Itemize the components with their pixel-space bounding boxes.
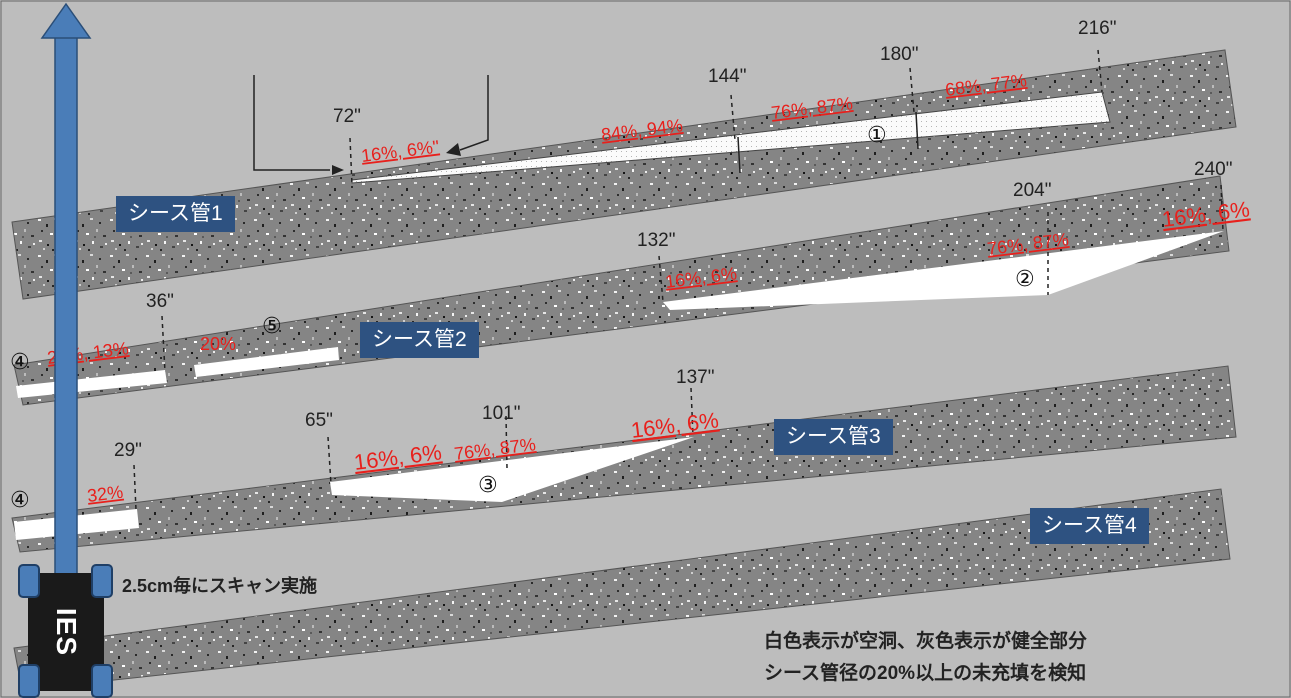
dim-label: 240": [1194, 159, 1232, 180]
duct-1-seg-line: [915, 111, 919, 150]
dim-label: 29": [114, 440, 142, 461]
duct-2-void-left: [16, 370, 167, 398]
summary-line-1: 白色表示が空洞、灰色表示が健全部分: [764, 631, 1088, 652]
scanner-wheel: [18, 564, 40, 598]
scanner-wheel: [91, 564, 113, 598]
scanner-label: IES: [50, 607, 82, 657]
percent-label: 16%, 6%": [360, 137, 440, 166]
duct-1-label: シース管1: [116, 196, 235, 232]
dim-label: 180": [880, 44, 918, 65]
dimension-ticks: [133, 49, 1224, 511]
dim-label: 204": [1013, 180, 1051, 201]
marker-4: ④: [10, 488, 30, 513]
dim-label: 65": [305, 410, 333, 431]
scanner-wheel: [18, 664, 40, 698]
dim-label: 72": [333, 106, 361, 127]
marker-4: ④: [10, 350, 30, 375]
dim-label: 132": [637, 230, 675, 251]
duct-2-void-mid: [194, 347, 339, 377]
marker-3: ③: [478, 473, 498, 498]
duct-3-label: シース管3: [774, 419, 893, 455]
scanner-wheel: [91, 664, 113, 698]
duct-3-void-right: [330, 437, 694, 502]
dim-label: 137": [676, 367, 714, 388]
dim-label: 144": [708, 66, 746, 87]
summary-line-2: シース管径の20%以上の未充填を検知: [764, 663, 1087, 684]
duct-4-label: シース管4: [1030, 508, 1149, 544]
scan-direction-arrow-shaft: [54, 35, 78, 577]
bracket-arrowhead: [446, 143, 461, 156]
bracket-lines: [253, 75, 489, 171]
bracket-arrowhead: [332, 165, 344, 175]
marker-5: ⑤: [262, 314, 282, 339]
dim-label: 216": [1078, 18, 1116, 39]
marker-1: ①: [867, 123, 887, 148]
marker-2: ②: [1015, 267, 1035, 292]
duct-1-seg-line: [737, 136, 741, 174]
scan-direction-arrow-icon: [40, 2, 92, 39]
duct-2-label: シース管2: [360, 322, 479, 358]
dim-label: 36": [146, 291, 174, 312]
duct-2-void-right: [663, 231, 1224, 310]
dim-label: 101": [482, 403, 520, 424]
percent-label: 20%: [200, 334, 236, 354]
percent-label: 32%: [86, 482, 124, 506]
scan-interval-note: 2.5cm毎にスキャン実施: [122, 576, 318, 596]
duct-1-void: [351, 91, 1111, 184]
